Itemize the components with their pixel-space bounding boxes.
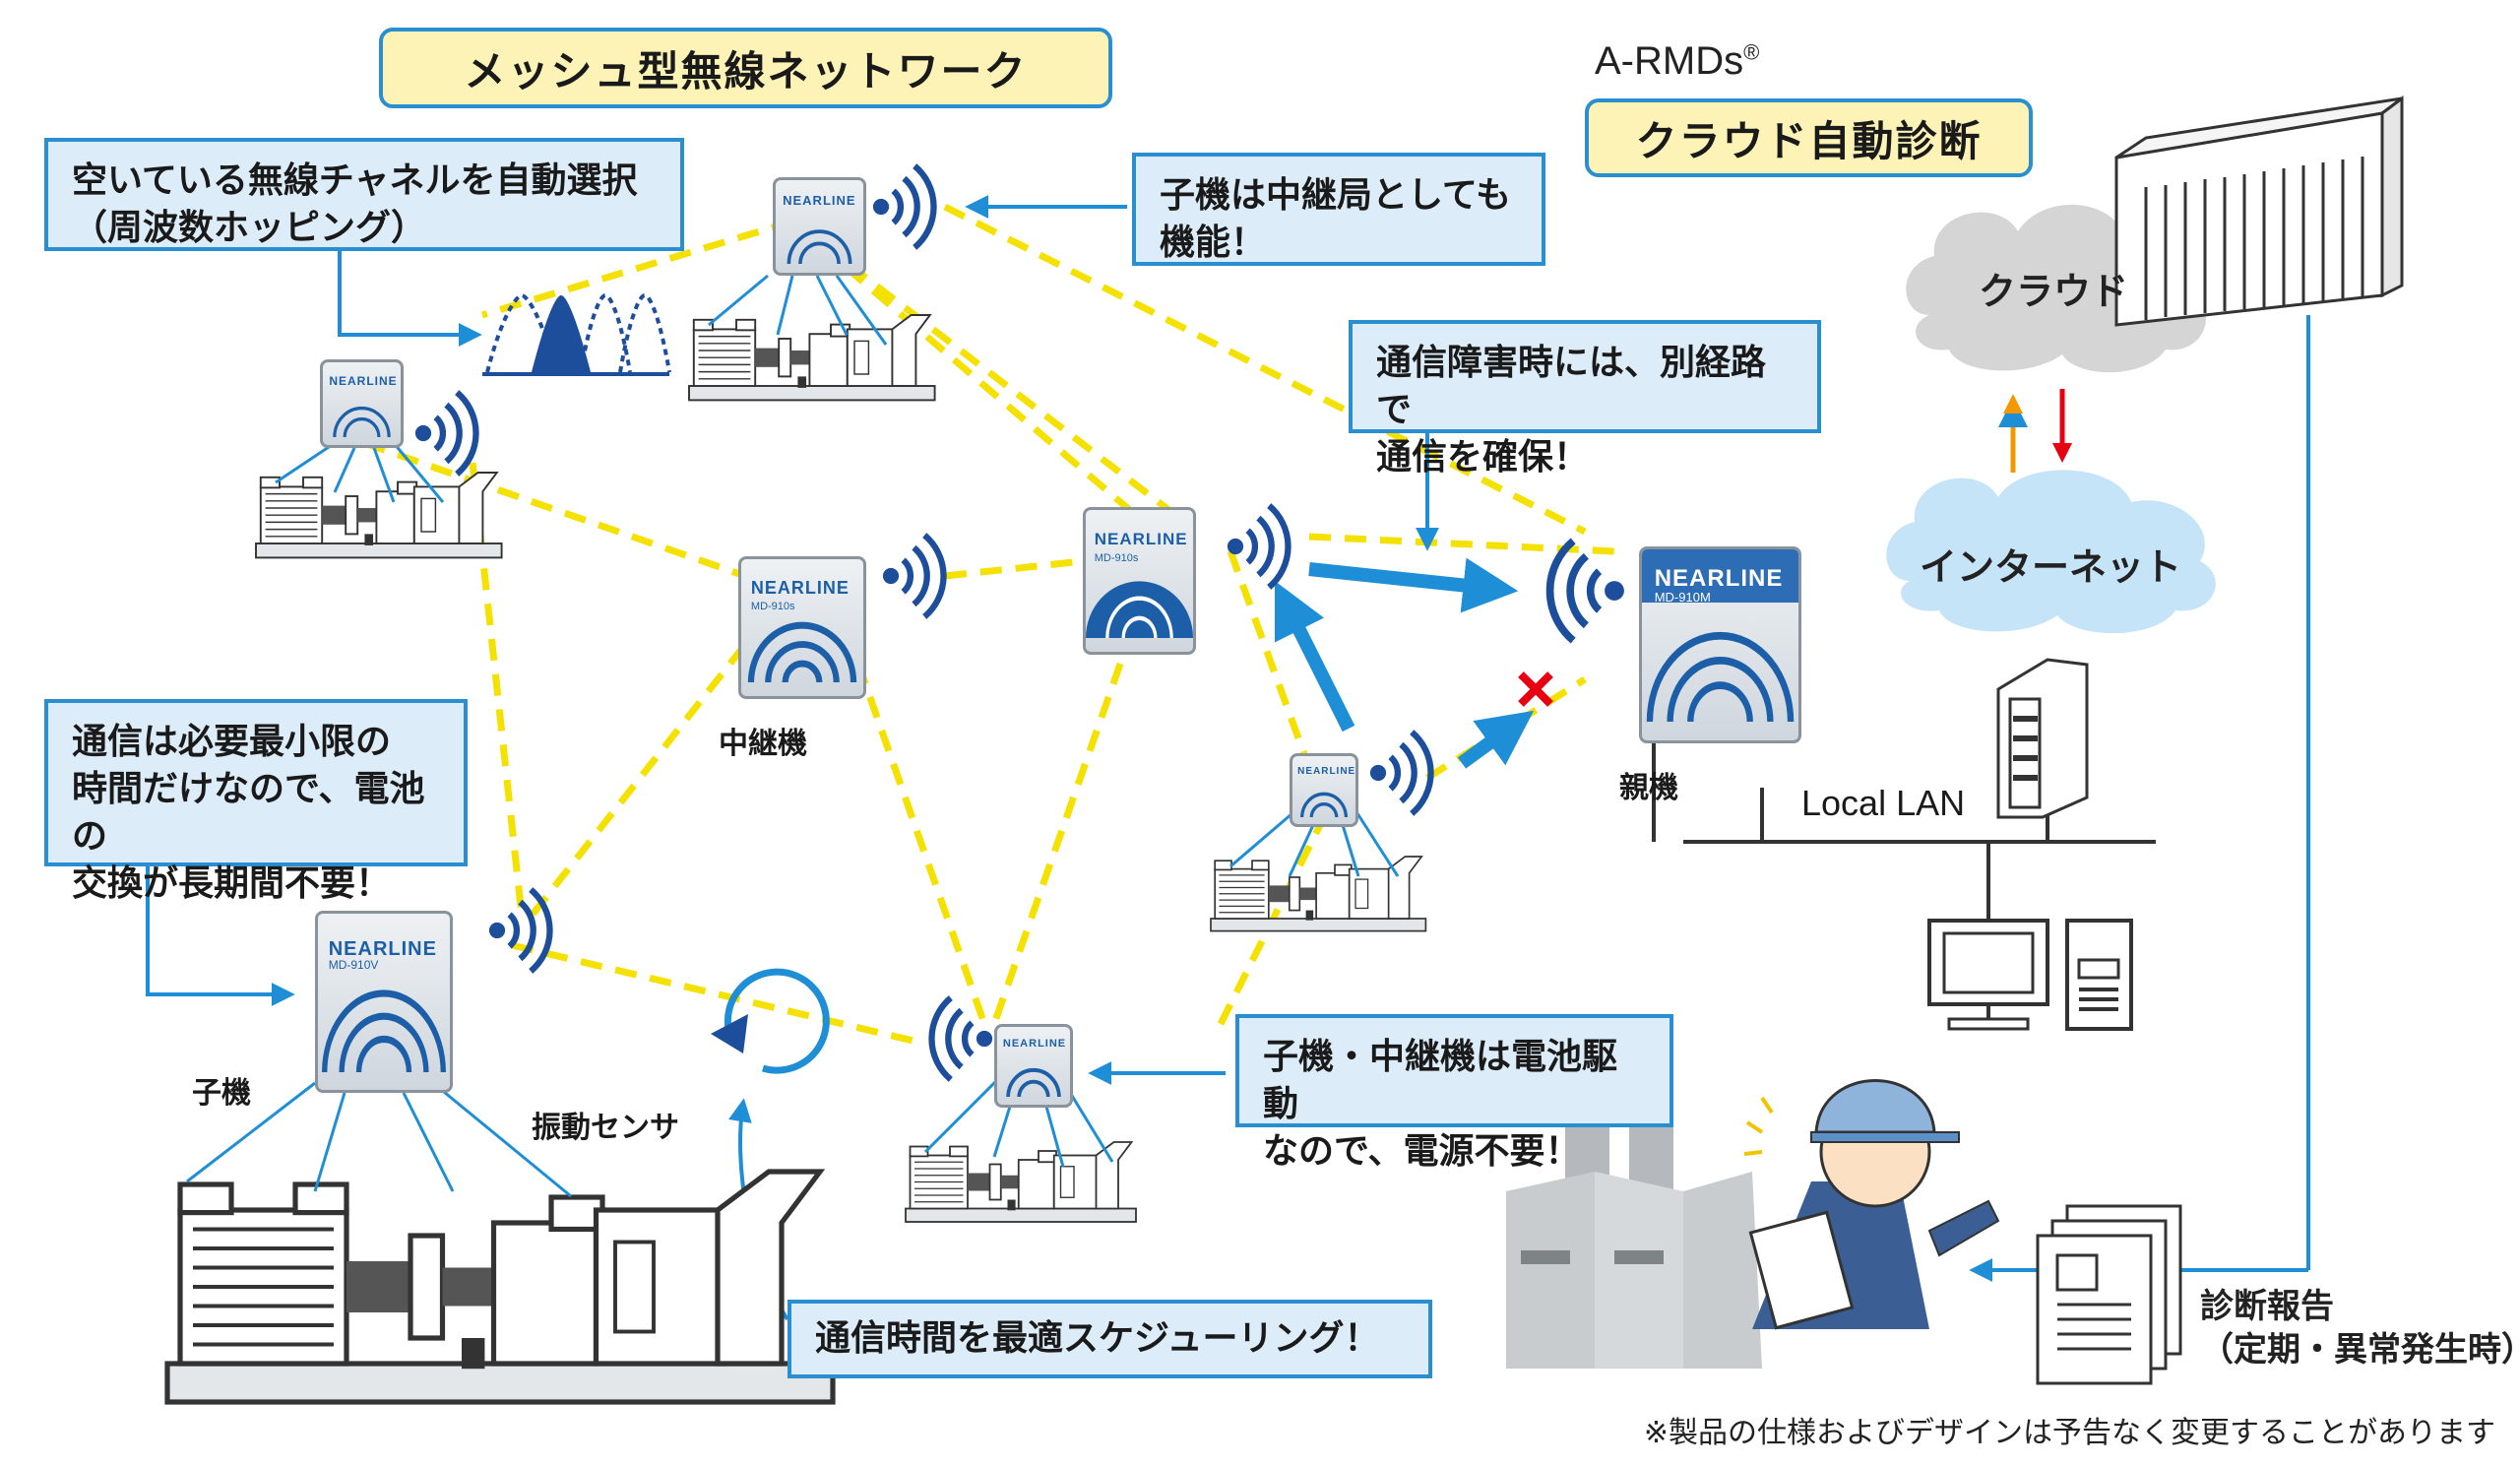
child-unit-device: NEARLINE MD-910V <box>315 911 453 1093</box>
callout-line: 交換が長期間不要！ <box>72 863 392 904</box>
pump-icon <box>688 314 936 402</box>
internet-label: インターネット <box>1920 545 2182 589</box>
wifi-icon <box>873 166 934 248</box>
child-unit-label: 子機 <box>192 1076 251 1111</box>
child-node-device: NEARLINE <box>994 1024 1073 1108</box>
callout-battery-life: 通信は必要最小限の 時間だけなので、電池の 交換が長期間不要！ <box>44 699 468 904</box>
cycle-arrow-icon <box>711 968 830 1074</box>
wifi-icon <box>931 998 992 1080</box>
parent-unit-device: NEARLINE MD-910M <box>1639 546 1801 743</box>
pump-icon <box>905 1141 1137 1223</box>
callout-line: 時間だけなので、電池の <box>72 769 425 857</box>
pump-icon <box>255 472 503 559</box>
pc-icon <box>1927 919 2133 1031</box>
callout-line: 通信を確保！ <box>1376 437 1590 478</box>
device-model: MD-910V <box>328 957 379 972</box>
callout-line: （周波数ホッピング） <box>72 208 427 248</box>
callout-scheduling: 通信時間を最適スケジューリング！ <box>788 1300 1432 1378</box>
diag-report-line: 診断報告 <box>2200 1287 2334 1326</box>
registered-mark: ® <box>1743 39 1760 65</box>
wifi-icon <box>883 536 944 617</box>
server-icon <box>2114 96 2404 327</box>
child-node-device: NEARLINE <box>1290 753 1358 827</box>
wifi-icon <box>1370 733 1431 814</box>
failover-arrows <box>1274 557 1535 769</box>
callout-line: 通信は必要最小限の <box>72 722 392 762</box>
local-lan-label: Local LAN <box>1801 783 1966 823</box>
relay-unit-device: NEARLINE MD-910s <box>738 556 866 699</box>
relay-node-device: NEARLINE <box>773 177 866 276</box>
internet-cloud-icon <box>1886 470 2216 634</box>
wifi-icon <box>415 393 476 475</box>
footnote: ※製品の仕様およびデザインは予告なく変更することがあります <box>1643 1416 2495 1450</box>
device-brand: NEARLINE <box>1654 564 1784 592</box>
brand-title: A-RMDs® <box>1595 39 1759 84</box>
callout-line: 通信障害時には、別経路で <box>1376 343 1767 430</box>
callout-relay-function: 子機は中継局としても 機能！ <box>1132 153 1545 266</box>
frequency-hopping-icon <box>482 292 671 376</box>
device-model: MD-910s <box>750 600 795 612</box>
diag-report-line: （定期・異常発生時） <box>2200 1330 2520 1370</box>
cloud-label: クラウド <box>1979 270 2129 313</box>
callout-line: 子機・中継機は電池駆動 <box>1263 1037 1618 1124</box>
diag-report-label: 診断報告 （定期・異常発生時） <box>2200 1285 2520 1371</box>
parent-unit-label: 親機 <box>1619 771 1678 805</box>
device-model: MD-910s <box>1094 552 1139 565</box>
device-brand: NEARLINE <box>783 193 856 209</box>
callout-line: 通信時間を最適スケジューリング！ <box>815 1318 1380 1359</box>
device-brand: NEARLINE <box>750 578 850 599</box>
server-tower-icon <box>1996 658 2089 819</box>
device-brand: NEARLINE <box>1297 765 1356 777</box>
callout-channel-selection: 空いている無線チャネルを自動選択 （周波数ホッピング） <box>44 138 684 251</box>
device-brand: NEARLINE <box>328 938 437 961</box>
child-node-device: NEARLINE <box>320 359 404 448</box>
device-brand: NEARLINE <box>329 373 398 388</box>
device-brand: NEARLINE <box>1094 530 1188 549</box>
wifi-icon <box>1550 541 1624 640</box>
lan-network <box>1652 729 2156 930</box>
mesh-network-title: メッシュ型無線ネットワーク <box>379 28 1112 108</box>
relay-unit-label: 中継機 <box>719 727 807 761</box>
vibration-sensor-label: 振動センサ <box>532 1111 679 1145</box>
device-model: MD-910M <box>1654 589 1711 605</box>
pump-icon <box>167 1172 833 1402</box>
factory-icon <box>1506 1103 1762 1369</box>
device-header <box>1642 549 1798 604</box>
engineer-icon <box>1743 1079 2000 1330</box>
callout-battery-drive: 子機・中継機は電池駆動 なので、電源不要！ <box>1235 1014 1673 1172</box>
relay-node-device: NEARLINE MD-910s <box>1083 507 1196 655</box>
cloud-diagnosis-title: クラウド自動診断 <box>1585 98 2033 177</box>
report-icon <box>2036 1204 2182 1385</box>
callout-line: 機能！ <box>1160 223 1267 263</box>
callout-failover: 通信障害時には、別経路で 通信を確保！ <box>1349 320 1821 478</box>
wifi-icon <box>1228 506 1289 588</box>
brand-name: A-RMDs <box>1595 39 1744 83</box>
x-mark-icon <box>1518 671 1553 707</box>
callout-line: 空いている無線チャネルを自動選択 <box>72 160 638 201</box>
device-brand: NEARLINE <box>1002 1038 1067 1051</box>
callout-line: なので、電源不要！ <box>1263 1131 1581 1172</box>
callout-line: 子機は中継局としても <box>1160 175 1512 216</box>
